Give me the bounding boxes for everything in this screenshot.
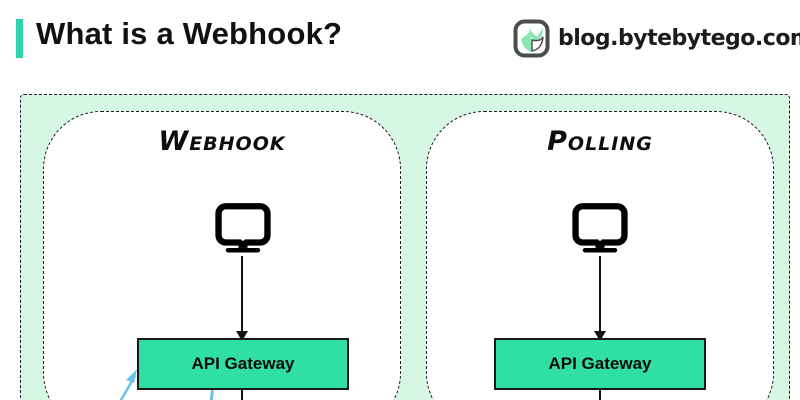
arrow-down-icon <box>594 256 606 341</box>
page-title: What is a Webhook? <box>36 16 343 51</box>
panel-webhook: Webhook API Gateway <box>43 111 401 400</box>
arrow-up-blue-icon <box>119 369 137 400</box>
logo: blog.bytebytego.com <box>513 19 800 58</box>
panel-polling-title: Polling <box>547 126 653 157</box>
blue-line <box>205 389 214 400</box>
logo-text: blog.bytebytego.com <box>558 26 800 51</box>
diagram-container: Webhook API Gateway Polling <box>20 94 790 400</box>
arrow-down-icon <box>236 256 248 341</box>
api-gateway-node-polling: API Gateway <box>494 338 706 390</box>
black-line <box>241 390 243 400</box>
panel-polling: Polling API Gateway <box>426 111 774 400</box>
api-gateway-node-webhook: API Gateway <box>137 338 349 390</box>
black-line <box>599 390 601 400</box>
panel-webhook-title: Webhook <box>158 126 286 157</box>
title-accent-bar <box>16 19 23 58</box>
computer-icon <box>571 202 629 254</box>
bytebytego-logo-icon <box>513 19 550 58</box>
computer-icon <box>214 202 272 254</box>
